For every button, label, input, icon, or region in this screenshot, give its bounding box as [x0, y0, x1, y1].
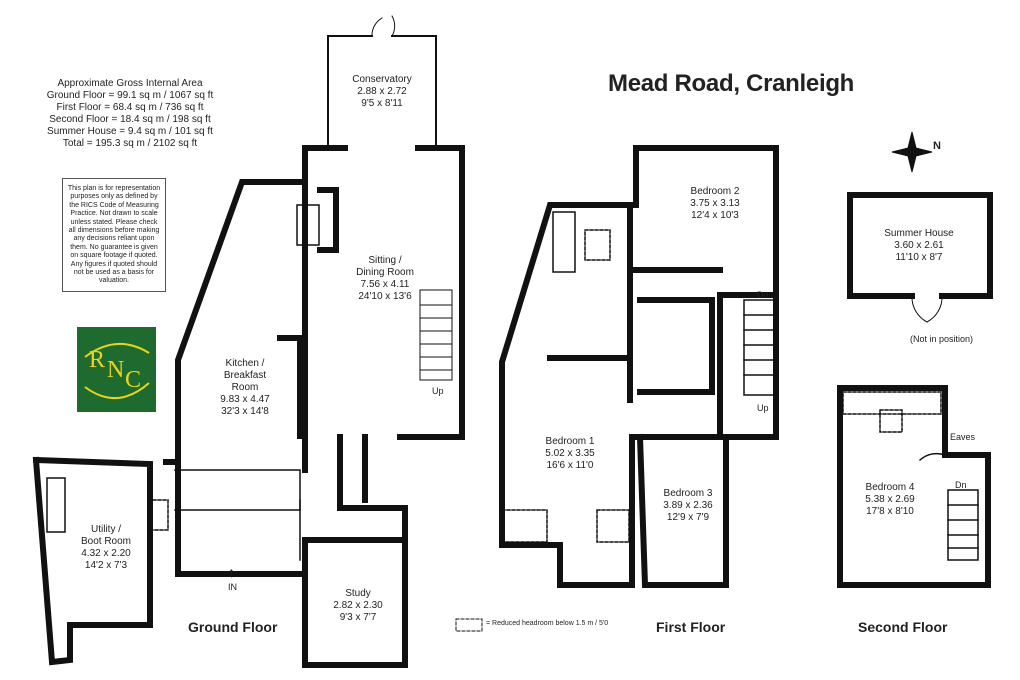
- first-floor-walls: [499, 145, 779, 588]
- room-summer-metric: 3.60 x 2.61: [894, 240, 944, 251]
- reduced-headroom-key-text: = Reduced headroom below 1.5 m / 5'0: [486, 620, 609, 627]
- ground-entrance-label: IN: [228, 582, 237, 592]
- room-bedroom3-name: Bedroom 3: [663, 488, 713, 499]
- area-first: First Floor = 68.4 sq m / 736 sq ft: [56, 102, 204, 113]
- room-bedroom1-metric: 5.02 x 3.35: [545, 448, 595, 459]
- room-kitchen-metric: 9.83 x 4.47: [220, 394, 270, 405]
- room-bedroom4-imperial: 17'8 x 8'10: [866, 506, 914, 517]
- rnc-logo: R N C: [77, 327, 156, 412]
- ground-floor-inner-lines: [174, 181, 320, 561]
- room-bedroom2-metric: 3.75 x 3.13: [690, 198, 740, 209]
- area-total: Total = 195.3 sq m / 2102 sq ft: [62, 138, 198, 149]
- ground-floor-walls: [163, 145, 465, 668]
- room-study-name: Study: [345, 588, 371, 599]
- room-bedroom4: Bedroom 4 5.38 x 2.69 17'8 x 8'10: [842, 482, 938, 518]
- area-second: Second Floor = 18.4 sq m / 198 sq ft: [49, 114, 211, 125]
- room-conservatory: Conservatory 2.88 x 2.72 9'5 x 8'11: [330, 74, 434, 110]
- room-sitting-name2: Dining Room: [356, 267, 414, 278]
- eaves-label: Eaves: [950, 432, 976, 442]
- room-study-metric: 2.82 x 2.30: [333, 600, 383, 611]
- room-bedroom3: Bedroom 3 3.89 x 2.36 12'9 x 7'9: [648, 488, 728, 524]
- logo-letter-r: R: [89, 347, 106, 373]
- compass-north-label: N: [933, 140, 941, 152]
- room-bedroom3-metric: 3.89 x 2.36: [663, 500, 713, 511]
- room-utility-name2: Boot Room: [80, 536, 132, 547]
- first-floor-inner: [501, 211, 775, 543]
- second-stairs-dn-label: Dn: [955, 480, 967, 490]
- area-summer: Summer House = 9.4 sq m / 101 sq ft: [47, 126, 213, 137]
- property-title: Mead Road, Cranleigh: [608, 70, 855, 97]
- room-sitting-metric: 7.56 x 4.11: [360, 279, 410, 290]
- floor-label-first: First Floor: [656, 619, 726, 635]
- room-conservatory-name: Conservatory: [352, 74, 412, 85]
- room-kitchen-imperial: 32'3 x 14'8: [221, 406, 269, 417]
- reduced-headroom-key-box: [455, 618, 483, 632]
- logo-letter-c: C: [125, 367, 142, 393]
- ground-entrance-arrow-icon: ↑: [228, 564, 235, 580]
- room-bedroom1-imperial: 16'6 x 11'0: [546, 460, 594, 471]
- summer-house-walls: [847, 192, 993, 299]
- disclaimer-box: This plan is for representation purposes…: [62, 178, 166, 292]
- area-heading: Approximate Gross Internal Area: [57, 78, 203, 89]
- room-bedroom2-imperial: 12'4 x 10'3: [691, 210, 739, 221]
- conservatory-doors: [371, 15, 396, 37]
- room-sitting-imperial: 24'10 x 13'6: [358, 291, 412, 302]
- ground-stairs: [419, 289, 453, 381]
- room-bedroom2: Bedroom 2 3.75 x 3.13 12'4 x 10'3: [675, 186, 755, 222]
- room-utility: Utility / Boot Room 4.32 x 2.20 14'2 x 7…: [70, 524, 142, 572]
- room-bedroom1: Bedroom 1 5.02 x 3.35 16'6 x 11'0: [530, 436, 610, 472]
- room-sitting-dining: Sitting / Dining Room 7.56 x 4.11 24'10 …: [340, 255, 430, 303]
- room-summer-name: Summer House: [884, 228, 954, 239]
- room-study: Study 2.82 x 2.30 9'3 x 7'7: [318, 588, 398, 624]
- utility-inner: [46, 477, 169, 533]
- summer-house-note: (Not in position): [910, 334, 974, 344]
- second-floor-walls: [837, 385, 991, 588]
- ground-stairs-up-label: Up: [432, 386, 444, 396]
- room-summer-house: Summer House 3.60 x 2.61 11'10 x 8'7: [872, 228, 966, 264]
- room-kitchen-name1: Kitchen /: [225, 358, 265, 369]
- room-bedroom3-imperial: 12'9 x 7'9: [666, 512, 710, 523]
- room-utility-name1: Utility /: [91, 524, 121, 535]
- room-kitchen-name2: Breakfast: [223, 370, 267, 381]
- floor-label-second: Second Floor: [858, 619, 948, 635]
- room-conservatory-metric: 2.88 x 2.72: [357, 86, 407, 97]
- area-summary: Approximate Gross Internal Area Ground F…: [40, 78, 220, 150]
- room-bedroom4-metric: 5.38 x 2.69: [865, 494, 915, 505]
- room-conservatory-imperial: 9'5 x 8'11: [361, 98, 403, 109]
- first-stairs-dn-label: Dn: [757, 290, 769, 300]
- floor-label-ground: Ground Floor: [188, 619, 278, 635]
- room-kitchen: Kitchen / Breakfast Room 9.83 x 4.47 32'…: [210, 358, 280, 418]
- room-bedroom1-name: Bedroom 1: [545, 436, 595, 447]
- room-kitchen-name3: Room: [231, 382, 259, 393]
- second-floor-inner: [842, 391, 979, 561]
- logo-letter-n: N: [107, 357, 125, 383]
- conservatory-walls: [327, 35, 437, 149]
- compass-icon: [891, 131, 933, 173]
- area-ground: Ground Floor = 99.1 sq m / 1067 sq ft: [46, 90, 214, 101]
- room-study-imperial: 9'3 x 7'7: [339, 612, 377, 623]
- summer-house-doors: [911, 295, 943, 323]
- first-stairs-up-label: Up: [757, 403, 769, 413]
- room-bedroom2-name: Bedroom 2: [690, 186, 740, 197]
- room-utility-imperial: 14'2 x 7'3: [84, 560, 128, 571]
- utility-walls: [32, 456, 153, 666]
- room-bedroom4-name: Bedroom 4: [865, 482, 915, 493]
- rnc-logo-mark: [84, 342, 150, 400]
- room-sitting-name1: Sitting /: [368, 255, 402, 266]
- room-utility-metric: 4.32 x 2.20: [81, 548, 131, 559]
- room-summer-imperial: 11'10 x 8'7: [895, 252, 943, 263]
